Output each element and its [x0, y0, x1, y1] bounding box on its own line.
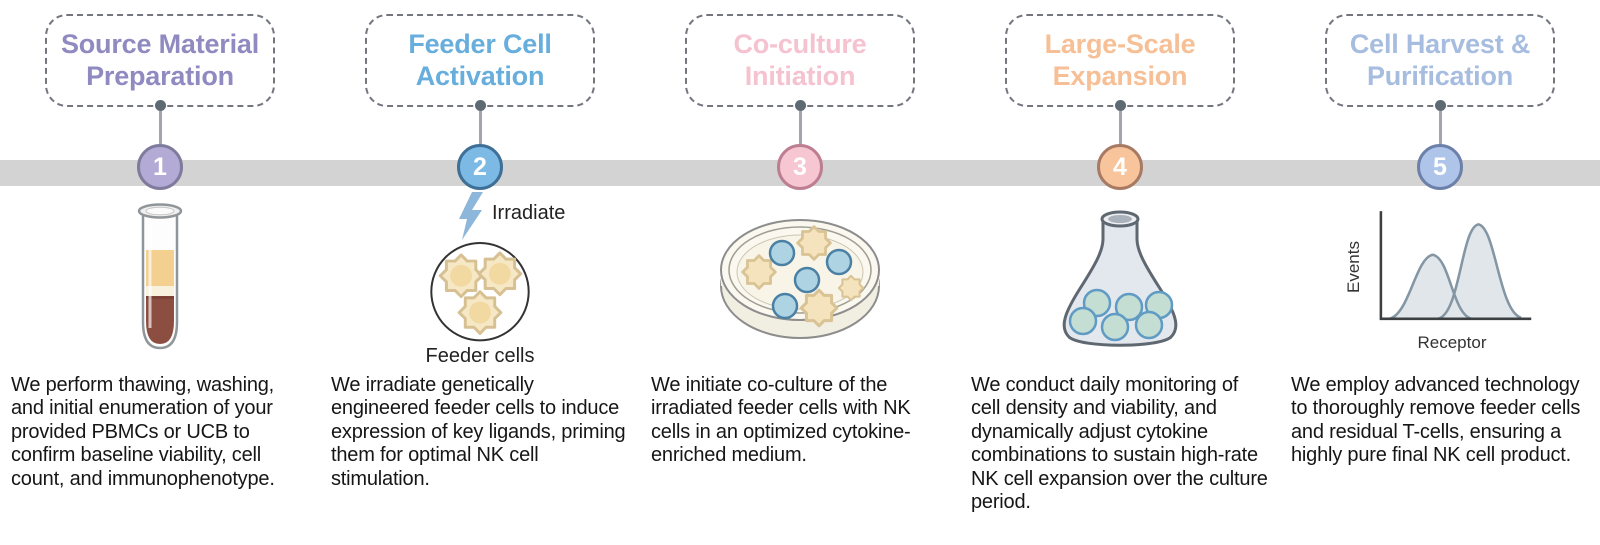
- step-3-number: 3: [793, 152, 807, 181]
- step-4-number: 4: [1113, 152, 1127, 181]
- chart-x-axis-label: Receptor: [1417, 333, 1487, 352]
- step-2-number-badge: 2: [457, 144, 503, 190]
- step-4-illustration: [960, 190, 1280, 368]
- step-2-number: 2: [473, 152, 487, 181]
- step-1-number: 1: [153, 152, 167, 181]
- step-columns: Source Material Preparation 1: [0, 0, 1600, 514]
- petri-dish-coculture-icon: [720, 219, 880, 339]
- connector-dot: [1434, 100, 1446, 111]
- histogram-plot: [1379, 211, 1532, 321]
- connector-line: [798, 111, 802, 144]
- connector-dot: [474, 100, 486, 111]
- connector-dot: [794, 100, 806, 111]
- step-1-illustration: [0, 190, 320, 368]
- flow-cytometry-histogram-icon: Events Receptor: [1342, 203, 1538, 355]
- step-4-description: We conduct daily monitoring of cell dens…: [971, 374, 1268, 513]
- step-2-title: Feeder Cell Activation: [408, 29, 552, 91]
- chart-y-axis-label: Events: [1344, 241, 1363, 293]
- blood-sample-tube-icon: [137, 203, 183, 350]
- step-1-description: We perform thawing, washing, and initial…: [11, 374, 275, 490]
- step-5-illustration: Events Receptor: [1280, 190, 1600, 368]
- step-4: Large-Scale Expansion 4: [960, 0, 1280, 514]
- step-1-title-box: Source Material Preparation: [45, 14, 275, 107]
- step-5-title: Cell Harvest & Purification: [1349, 29, 1531, 91]
- step-5: Cell Harvest & Purification 5 Events: [1280, 0, 1600, 514]
- step-2-description: We irradiate genetically engineered feed…: [331, 374, 626, 490]
- step-3-title: Co-culture Initiation: [733, 29, 867, 91]
- step-2-illustration: Irradiate Feeder cells: [320, 190, 640, 368]
- feeder-cells-label: Feeder cells: [425, 345, 535, 367]
- step-2-title-box: Feeder Cell Activation: [365, 14, 595, 107]
- step-2: Feeder Cell Activation 2 Irradiate: [320, 0, 640, 514]
- step-4-title-box: Large-Scale Expansion: [1005, 14, 1235, 107]
- step-3-description: We initiate co-culture of the irradiated…: [651, 374, 911, 467]
- step-1-number-badge: 1: [137, 144, 183, 190]
- lightning-bolt-icon: [459, 192, 483, 240]
- culture-flask-icon: [1062, 210, 1178, 347]
- connector-dot: [1114, 100, 1126, 111]
- connector-dot: [154, 100, 166, 111]
- irradiate-row: Irradiate: [320, 190, 640, 240]
- connector-line: [1118, 111, 1122, 144]
- step-5-title-box: Cell Harvest & Purification: [1325, 14, 1555, 107]
- step-3-number-badge: 3: [777, 144, 823, 190]
- step-5-description: We employ advanced technology to thoroug…: [1291, 374, 1581, 467]
- step-4-title: Large-Scale Expansion: [1044, 29, 1196, 91]
- step-1-title: Source Material Preparation: [60, 29, 260, 91]
- connector-line: [478, 111, 482, 144]
- step-5-number-badge: 5: [1417, 144, 1463, 190]
- step-3-illustration: [640, 190, 960, 368]
- step-5-number: 5: [1433, 152, 1447, 181]
- step-4-number-badge: 4: [1097, 144, 1143, 190]
- step-3-title-box: Co-culture Initiation: [685, 14, 915, 107]
- connector-line: [158, 111, 162, 144]
- step-3: Co-culture Initiation 3: [640, 0, 960, 514]
- irradiate-label: Irradiate: [492, 202, 566, 224]
- connector-line: [1438, 111, 1442, 144]
- step-1: Source Material Preparation 1: [0, 0, 320, 514]
- irradiated-feeder-cells-icon: [430, 241, 530, 342]
